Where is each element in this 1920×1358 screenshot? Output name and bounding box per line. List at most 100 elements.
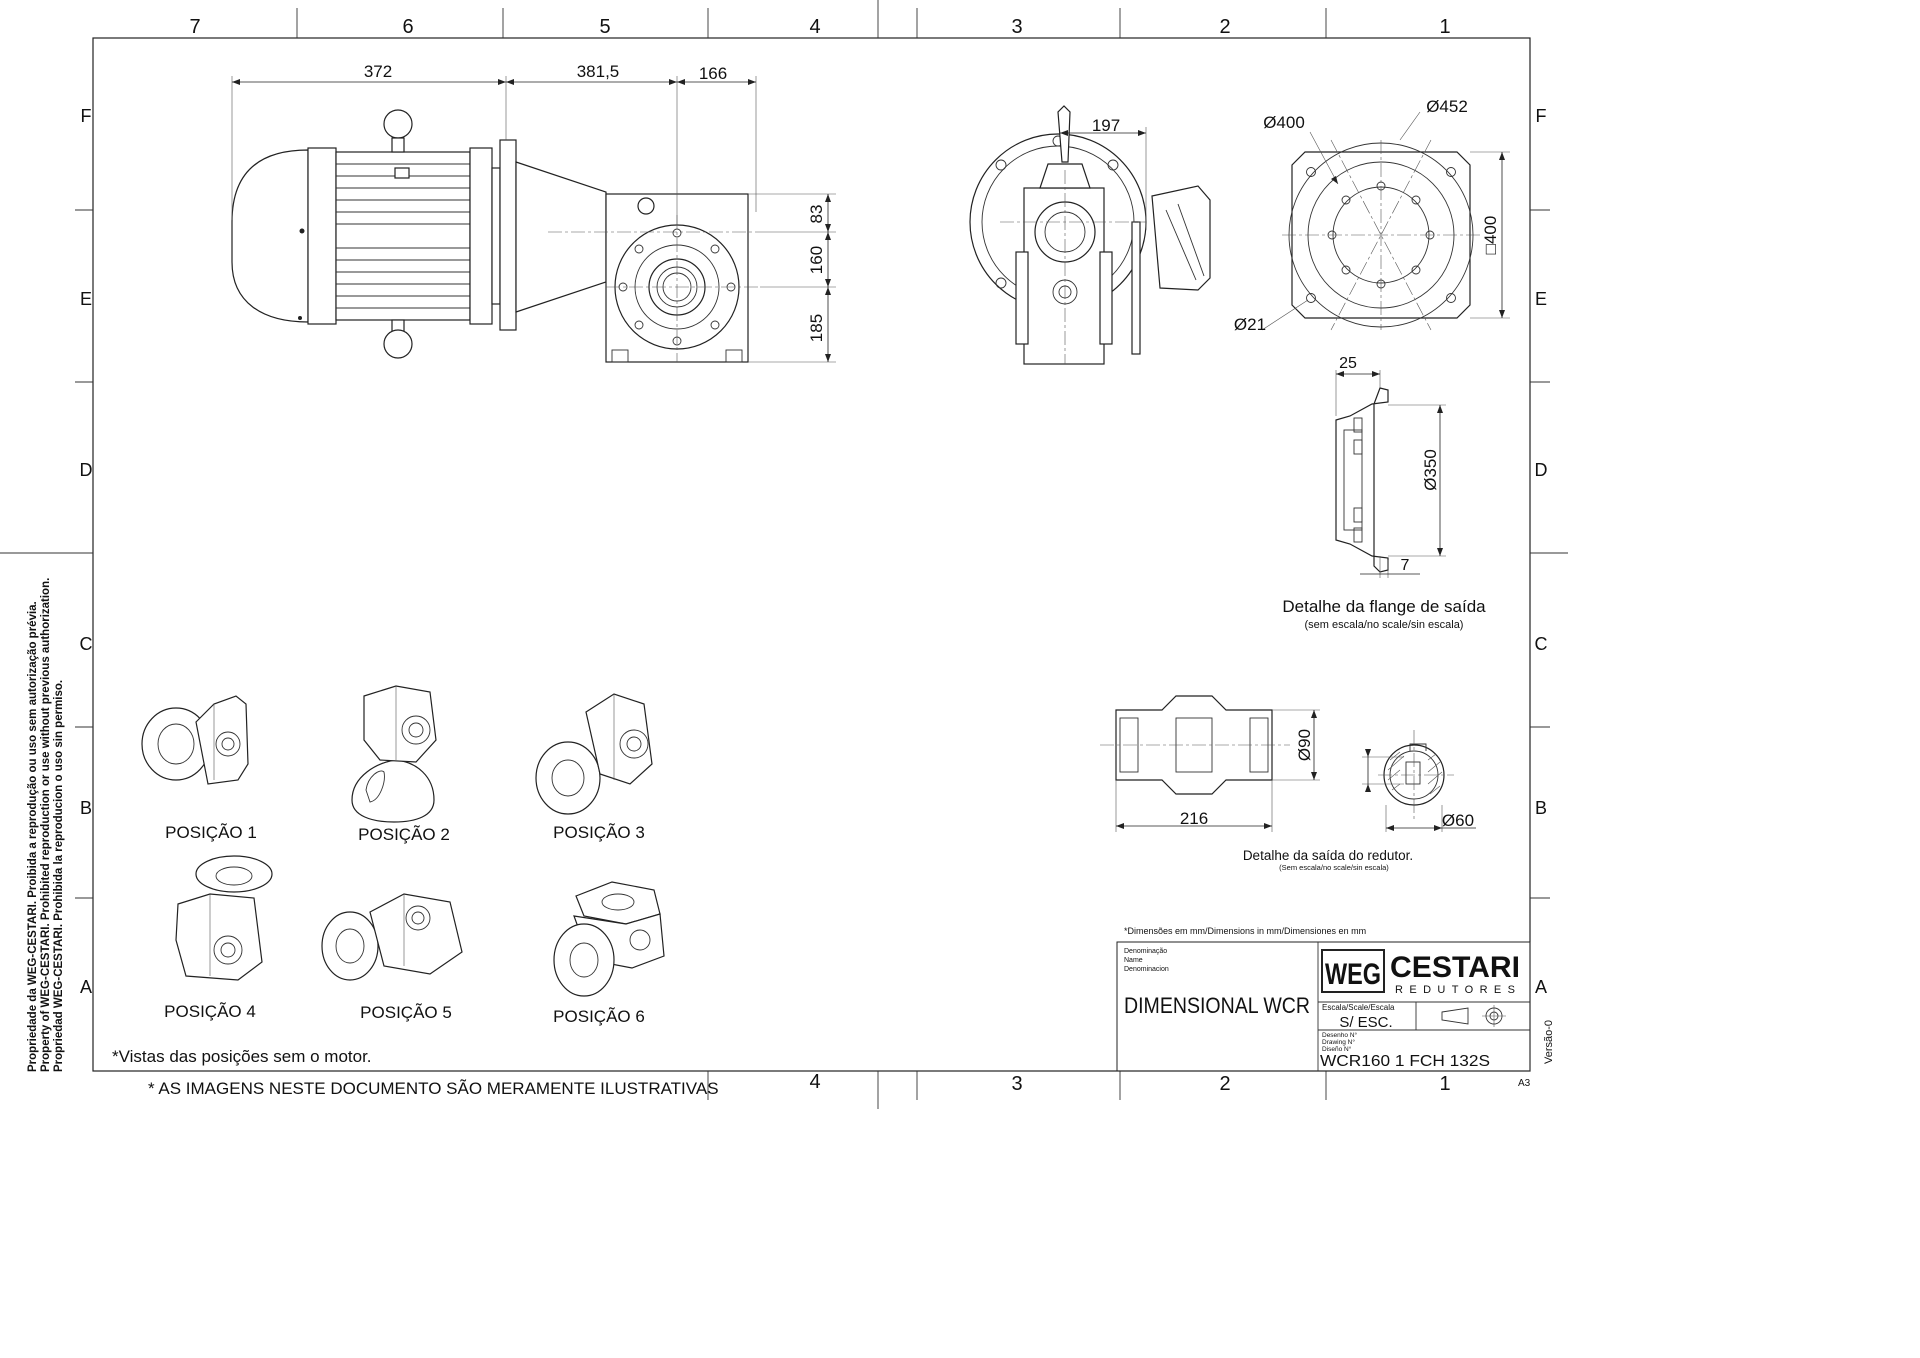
dim-bore-diameter: Ø60	[1442, 811, 1474, 830]
zone-row-E-right: E	[1535, 289, 1547, 309]
zone-labels-top: 7 6 5 4 3 2 1	[189, 16, 1450, 38]
flange-section-detail: 25 Ø350 7 Detalhe da flange de saída (se…	[1282, 355, 1486, 631]
terminal-box-mark	[394, 167, 410, 179]
position-4-illustration	[175, 855, 273, 981]
position-3-illustration	[535, 693, 653, 815]
zone-row-D-right: D	[1535, 460, 1548, 480]
flange-face-view: Ø400 Ø452 □400 Ø21	[1234, 97, 1510, 334]
zone-bottom-3: 3	[1011, 1073, 1022, 1095]
front-view-dimensions: 372 381,5 166 83 160 185	[231, 62, 836, 363]
weg-logo-text: WEG	[1325, 958, 1381, 991]
zone-labels-bottom: 4 3 2 1	[809, 1071, 1450, 1095]
position-6-illustration	[553, 881, 665, 997]
lifting-eye-top	[383, 109, 413, 153]
front-view	[231, 109, 760, 363]
illustrative-images-note: * AS IMAGENS NESTE DOCUMENTO SÃO MERAMEN…	[148, 1079, 719, 1098]
projection-symbol-icon	[1441, 1005, 1506, 1027]
weg-logo: WEG	[1321, 949, 1385, 993]
zone-row-E-left: E	[80, 289, 92, 309]
dim-top-height: 83	[807, 205, 826, 224]
position-5-label: POSIÇÃO 5	[360, 1003, 452, 1022]
zone-labels-right: F E D C B A	[1535, 106, 1548, 997]
fan-cover-screw	[299, 228, 305, 234]
property-notice-en: Property of WEG-CESTARI. Prohibited repr…	[40, 578, 52, 1072]
positions-note: *Vistas das posições sem o motor.	[112, 1047, 372, 1066]
position-1-illustration	[141, 695, 249, 785]
drawing-label-en: Drawing N°	[1322, 1038, 1355, 1046]
units-note: *Dimensões em mm/Dimensions in mm/Dimens…	[1124, 926, 1366, 936]
property-notice-es: Propriedad WEG-CESTARI. Prohibida la rep…	[53, 680, 65, 1072]
motor-frame	[335, 151, 471, 321]
zone-col-3: 3	[1011, 16, 1022, 38]
adapter-flange	[499, 139, 517, 331]
zone-row-F-right: F	[1536, 106, 1547, 126]
redutores-logo-text: REDUTORES	[1395, 984, 1515, 996]
motor-drive-shield	[469, 147, 493, 325]
dim-flange-length: 381,5	[577, 62, 620, 81]
position-4-label: POSIÇÃO 4	[164, 1002, 256, 1021]
sheet-size-label: A3	[1518, 1078, 1531, 1089]
output-detail-title: Detalhe da saída do redutor.	[1243, 848, 1413, 863]
dim-flange-bolt-circle: Ø400	[1263, 113, 1305, 132]
zone-row-C-left: C	[80, 634, 93, 654]
name-label-en: Name	[1124, 957, 1143, 964]
title-block: Denominação Name Denominacion DIMENSIONA…	[1116, 941, 1531, 1072]
side-adapter-housing	[1151, 185, 1211, 291]
dim-flange-outer: Ø452	[1426, 97, 1468, 116]
dim-flange-square: □400	[1481, 216, 1500, 255]
zone-row-F-left: F	[81, 106, 92, 126]
output-detail-scale: (Sem escala/no scale/sin escala)	[1279, 863, 1389, 872]
zone-bottom-1: 1	[1439, 1073, 1450, 1095]
zone-labels-left: F E D C B A	[80, 106, 93, 997]
drawing-title: DIMENSIONAL WCR	[1124, 993, 1310, 1018]
motor-fan-cover	[231, 149, 309, 323]
zone-row-D-left: D	[80, 460, 93, 480]
flange-detail-title: Detalhe da flange de saída	[1282, 597, 1486, 616]
motor-end-shield	[307, 147, 337, 325]
position-6-label: POSIÇÃO 6	[553, 1007, 645, 1026]
scale-label: Escala/Scale/Escala	[1322, 1003, 1395, 1012]
vent-plug	[637, 197, 655, 215]
adapter-bell	[515, 161, 607, 313]
zone-col-1: 1	[1439, 16, 1450, 38]
dim-output-offset: 166	[699, 64, 727, 83]
flange-detail-scale: (sem escala/no scale/sin escala)	[1305, 619, 1464, 631]
zone-row-B-right: B	[1535, 798, 1547, 818]
dim-shaft-diameter: Ø90	[1295, 729, 1314, 761]
zone-row-B-left: B	[80, 798, 92, 818]
scale-value: S/ ESC.	[1339, 1014, 1392, 1031]
drawing-label-pt: Desenho N°	[1322, 1031, 1358, 1039]
side-view: 197	[969, 105, 1211, 365]
drawing-label-es: Diseño N°	[1322, 1045, 1352, 1053]
dim-center-height: 160	[807, 246, 826, 274]
dim-flange-spigot: Ø350	[1421, 449, 1440, 491]
position-1-label: POSIÇÃO 1	[165, 823, 257, 842]
version-label: Versão-0	[1543, 1020, 1555, 1064]
zone-row-C-right: C	[1535, 634, 1548, 654]
zone-col-5: 5	[599, 16, 610, 38]
dim-bottom-height: 185	[807, 314, 826, 342]
zone-col-2: 2	[1219, 16, 1230, 38]
dim-flange-spigot-depth: 7	[1401, 557, 1410, 574]
property-notice-pt: Propriedade da WEG-CESTARI. Proibida a r…	[27, 601, 39, 1072]
position-3-label: POSIÇÃO 3	[553, 823, 645, 842]
zone-bottom-2: 2	[1219, 1073, 1230, 1095]
output-shaft-detail: 216 Ø90 Ø60 Detalhe da saída do redutor.…	[1100, 695, 1476, 872]
zone-row-A-left: A	[80, 977, 92, 997]
drawing-number: WCR160 1 FCH 132S	[1320, 1053, 1490, 1070]
property-notice: Propriedade da WEG-CESTARI. Proibida a r…	[27, 578, 65, 1072]
sheet-frame	[0, 0, 1568, 1109]
zone-col-7: 7	[189, 16, 200, 38]
position-2-illustration	[351, 685, 437, 823]
name-label-es: Denominacion	[1124, 966, 1169, 973]
lifting-eye-bottom	[383, 319, 413, 359]
motor-cooling-fins	[336, 163, 470, 309]
name-label-pt: Denominação	[1124, 948, 1167, 955]
cestari-logo-text: CESTARI	[1390, 951, 1520, 984]
mounting-positions: POSIÇÃO 1 POSIÇÃO 2 POSIÇÃO 3 POSIÇÃO	[112, 685, 665, 1066]
zone-row-A-right: A	[1535, 977, 1547, 997]
technical-drawing-sheet: 7 6 5 4 3 2 1 4 3 2 1 F E D C B A F E D …	[0, 0, 1568, 1109]
position-5-illustration	[321, 893, 463, 981]
position-2-label: POSIÇÃO 2	[358, 825, 450, 844]
dim-side-width: 197	[1092, 116, 1120, 135]
